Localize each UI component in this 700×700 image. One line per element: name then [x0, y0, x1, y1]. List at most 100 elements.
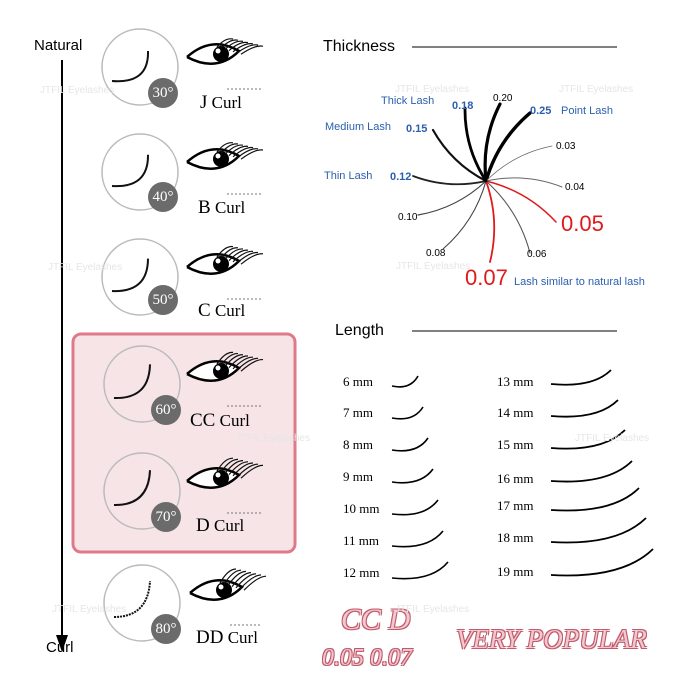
- thickness-value: 0.07: [465, 265, 508, 290]
- eyelash-strand: [236, 251, 259, 264]
- thickness-value: 0.18: [452, 100, 474, 112]
- eyelash-strand: [220, 247, 239, 259]
- eye-highlight: [215, 472, 221, 478]
- curl-suffix: Curl: [214, 301, 246, 320]
- eyelash-strand: [220, 458, 239, 473]
- eyelash-strand: [228, 249, 249, 262]
- eyelash-strand: [220, 352, 239, 366]
- eyelash-strand: [220, 39, 239, 49]
- axis-top-label: Natural: [34, 37, 83, 54]
- length-curve: [550, 369, 612, 386]
- length-curve: [550, 429, 626, 450]
- thickness-lash-strand: [485, 180, 496, 263]
- thickness-value: 0.12: [390, 171, 412, 183]
- length-curve: [391, 468, 434, 484]
- curl-type: B: [198, 197, 211, 218]
- thickness-value: 0.15: [406, 123, 428, 135]
- thin-lash-label: Thin Lash: [324, 170, 373, 182]
- popular-sizes-text: 0.05 0.07: [322, 645, 412, 671]
- length-label: 7 mm: [343, 405, 373, 420]
- eye-highlight: [215, 153, 221, 159]
- length-title: Length: [335, 322, 384, 339]
- thick-lash-label: Thick Lash: [381, 95, 435, 107]
- curl-arc: [111, 154, 150, 188]
- medium-lash-label: Medium Lash: [325, 121, 392, 133]
- eyelash-strand: [236, 44, 259, 54]
- eyelash-strand: [236, 357, 259, 371]
- curl-type: J: [200, 92, 208, 113]
- length-curve: [391, 375, 419, 388]
- curl-suffix: Curl: [214, 198, 246, 217]
- watermark: JTFIL Eyelashes: [48, 262, 123, 273]
- curl-label: DD Curl: [196, 627, 258, 649]
- curl-label: D Curl: [196, 515, 244, 537]
- curl-label: J Curl: [200, 92, 242, 114]
- curl-type: D: [196, 515, 210, 536]
- eyelash-strand: [228, 41, 249, 52]
- thickness-value: 0.20: [493, 93, 513, 104]
- eye-highlight: [215, 48, 221, 54]
- eye-pupil: [216, 582, 232, 598]
- popular-curls-text: CC D: [341, 603, 411, 636]
- thickness-value: 0.06: [527, 249, 547, 260]
- eyelash-strand: [228, 461, 249, 475]
- eyelash-strand: [224, 144, 244, 155]
- length-label: 16 mm: [497, 471, 534, 486]
- watermark: JTFIL Eyelashes: [395, 84, 470, 95]
- eyelash-strand: [216, 351, 234, 365]
- length-curve: [550, 548, 654, 577]
- eyelash-strand: [216, 457, 234, 472]
- length-label: 19 mm: [497, 564, 534, 579]
- watermark: JTFIL Eyelashes: [52, 604, 127, 615]
- eyelash-strand: [240, 149, 264, 160]
- watermark: JTFIL Eyelashes: [236, 433, 311, 444]
- curl-arc: [111, 258, 149, 293]
- curl-degree-badge: 50°: [148, 285, 178, 315]
- length-label: 8 mm: [343, 437, 373, 452]
- length-curve: [550, 517, 647, 544]
- curl-label: C Curl: [198, 300, 245, 322]
- length-curve: [391, 561, 449, 580]
- curl-arc: [113, 580, 151, 618]
- thickness-lash-strand: [485, 180, 531, 254]
- eyelash-strand: [236, 148, 259, 159]
- curl-type: DD: [196, 627, 224, 648]
- thickness-value: 0.04: [565, 182, 585, 193]
- watermark: JTFIL Eyelashes: [575, 433, 650, 444]
- length-curve: [391, 406, 424, 420]
- eyelash-strand: [243, 575, 267, 591]
- eyelash-strand: [235, 573, 257, 589]
- curl-label: B Curl: [198, 197, 245, 219]
- length-curve: [391, 530, 444, 548]
- watermark: JTFIL Eyelashes: [396, 261, 471, 272]
- thickness-lash-strand: [463, 106, 488, 183]
- eyelash-strand: [220, 143, 239, 154]
- length-curve: [391, 499, 439, 516]
- curl-arc: [113, 470, 151, 507]
- curl-suffix: Curl: [227, 628, 258, 647]
- eyelash-strand: [232, 42, 254, 53]
- axis-bottom-label: Curl: [46, 639, 74, 656]
- eyelash-strand: [219, 568, 237, 584]
- thickness-lash-strand: [417, 180, 487, 216]
- curl-arc: [113, 364, 151, 400]
- thickness-value: 0.25: [530, 105, 552, 117]
- curl-degree-badge: 30°: [148, 78, 178, 108]
- watermark: JTFIL Eyelashes: [559, 84, 634, 95]
- thickness-value: 0.10: [398, 212, 418, 223]
- thickness-lash-strand: [412, 175, 487, 186]
- eyelash-strand: [224, 248, 244, 260]
- curl-suffix: Curl: [211, 93, 242, 112]
- eye-highlight: [215, 365, 221, 371]
- curl-axis-arrowhead: [56, 635, 68, 652]
- eyelash-strand: [224, 459, 244, 474]
- eyelash-strand: [232, 462, 254, 477]
- watermark: JTFIL Eyelashes: [395, 604, 470, 615]
- eyelash-strand: [236, 463, 259, 478]
- eyelash-strand: [239, 574, 262, 590]
- thickness-value: 0.05: [561, 211, 604, 236]
- curl-arc: [111, 50, 150, 83]
- length-label: 15 mm: [497, 437, 534, 452]
- curl-suffix: Curl: [213, 516, 245, 535]
- curl-label: CC Curl: [190, 410, 250, 432]
